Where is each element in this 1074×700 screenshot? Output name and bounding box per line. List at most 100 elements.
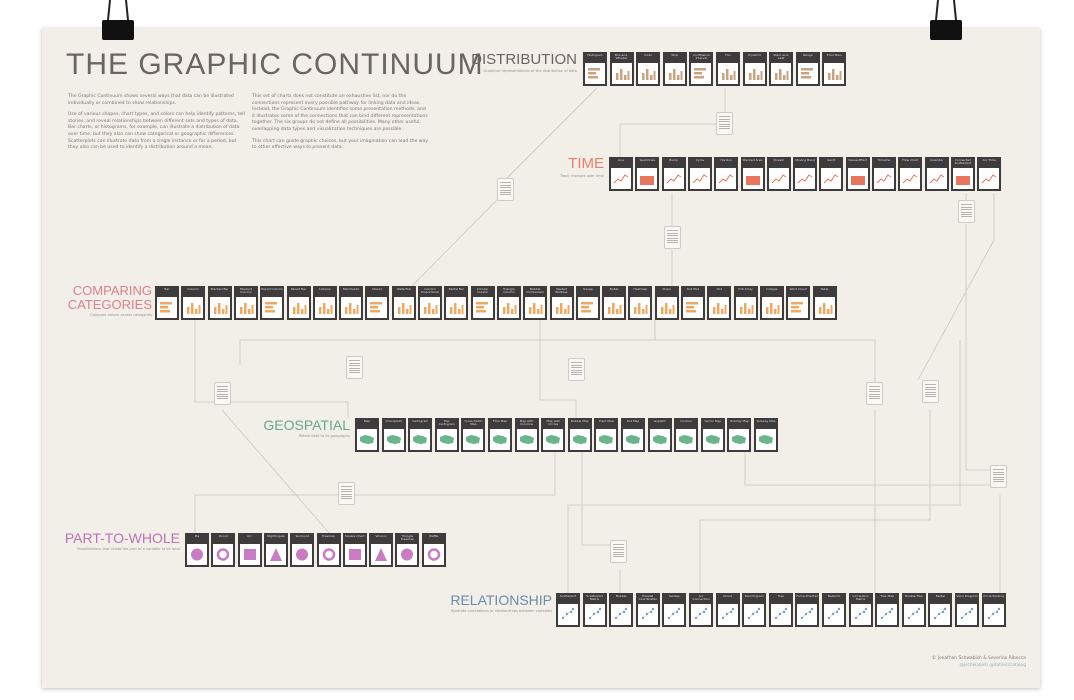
connector-note [346, 356, 363, 379]
chart-tile-triangle-column: Triangle Column [496, 286, 521, 320]
chart-tile-label: Circle Packing [983, 594, 1005, 598]
chart-tile-label: Violin [644, 53, 653, 57]
chart-glyph-icon [288, 297, 309, 318]
chart-glyph-icon [472, 297, 493, 318]
chart-tile-label: Bubble Map [570, 419, 589, 423]
chart-tile-label: Lollipop [318, 287, 331, 291]
chart-tile-bubble: Bubble [609, 593, 634, 627]
connector-line [917, 193, 995, 381]
connector-line [194, 320, 349, 418]
chart-tile-label: Map [363, 419, 371, 423]
chart-tile-label: Tree Map [880, 594, 894, 598]
chart-glyph-icon [756, 429, 776, 450]
chart-tile-sparklines: Sparklines [635, 157, 660, 191]
chart-tile-contour: Contour [674, 418, 699, 452]
chart-tile-subway-map: Subway Map [754, 418, 778, 452]
section-subtitle-distribution: Graphical representations of the distrib… [483, 69, 577, 73]
chart-tile-slope: Slope [654, 286, 679, 320]
chart-tile-dot-plot: Dot Plot [681, 286, 705, 320]
footer-credit: © Jonathan Schwabish & Severino Ribecca [931, 656, 1026, 661]
chart-glyph-icon [157, 297, 177, 318]
chart-tile-arc-connection: Arc Connection [689, 593, 713, 627]
chart-tile-label: Stacked Column [239, 287, 252, 295]
chart-tile-label: Column Proportional [420, 287, 440, 295]
chart-tile-label: Error Bars [826, 53, 842, 57]
chart-tile-radial-bar: Radial Bar [444, 286, 469, 320]
chart-tile-cartogram: Cartogram [408, 418, 433, 452]
chart-tile-cause-effect: Cause-Effect [845, 157, 870, 191]
chart-tile-label: Triangle Column [502, 287, 515, 295]
chart-tile-treemap: Treemap [316, 533, 341, 567]
connector-line [221, 409, 331, 535]
chart-tile-strip: Strip [662, 52, 687, 86]
chart-tile-label: Waterfall [396, 287, 411, 291]
chart-tile-circular-column: Circular Column [470, 286, 495, 320]
chart-tile-label: Table [820, 287, 829, 291]
chart-tile-table: Table [812, 286, 837, 320]
chart-tile-double-tree: Double Tree [901, 593, 926, 627]
chart-glyph-icon [761, 297, 782, 318]
chart-tile-violin: Violin [636, 52, 661, 86]
chart-tile-hex-cartogram: Hex Cartogram [434, 418, 459, 452]
chart-glyph-icon [952, 168, 973, 189]
chart-tile-label: Flow Map [492, 419, 508, 423]
chart-glyph-icon [183, 297, 204, 318]
chart-tile-radial: Radial [928, 593, 953, 627]
chart-tile-label: Strip [671, 53, 679, 57]
chart-glyph-icon [709, 297, 730, 318]
chart-tile-label: Slope [662, 287, 671, 291]
chart-tile-choropleth: Choropleth [381, 418, 406, 452]
footer-handles: @jschwabish @datavizcatalog [959, 663, 1026, 668]
chart-glyph-icon [983, 604, 1004, 625]
chart-glyph-icon [926, 168, 947, 189]
section-subtitle-time: Track changes over time [559, 174, 604, 178]
chart-tile-label: Bump [669, 158, 678, 162]
chart-glyph-icon [821, 168, 842, 189]
chart-tile-map-with-circles: Map with Circles [541, 418, 566, 452]
chart-glyph-icon [558, 604, 578, 625]
connector-line [411, 199, 498, 287]
poster-title: THE GRAPHIC CONTINUUM [66, 48, 484, 81]
chart-glyph-icon [623, 429, 643, 450]
chart-glyph-icon [847, 168, 868, 189]
chart-glyph-icon [213, 544, 234, 565]
chart-tile-pie: Pie [185, 533, 209, 567]
chart-tile-moving-band: Moving Band [793, 157, 818, 191]
chart-tile-label: Overlay Map [729, 419, 749, 423]
section-subtitle-relationship: Illustrate correlations or relationships… [450, 609, 552, 613]
chart-tile-square-chart: Square Chart [342, 533, 367, 567]
chart-tile-label: Stream [773, 158, 785, 162]
chart-glyph-icon [742, 168, 763, 189]
connector-note [664, 226, 681, 249]
chart-tile-arc-time: Arc Time [977, 157, 1002, 191]
connector-line [539, 320, 577, 418]
chart-glyph-icon [676, 429, 697, 450]
chart-tile-label: Connected Scatterplot [954, 158, 972, 166]
chart-tile-label: Treemap [322, 534, 335, 538]
intro-column-1: The Graphic Continuum shows several ways… [68, 94, 246, 157]
chart-glyph-icon [371, 544, 392, 565]
chart-glyph-icon [265, 544, 286, 565]
chart-glyph-icon [446, 297, 467, 318]
chart-tile-label: Nested Bubbles [555, 287, 568, 295]
chart-tile-network: Network [822, 593, 846, 627]
chart-tile-isopleth: Isopleth [647, 418, 672, 452]
chart-tile-label: Timeline [877, 158, 891, 162]
chart-tile-label: Paired Bar [290, 287, 307, 291]
chart-tile-label: Confidence Interval [692, 53, 710, 61]
chart-tile-label: Cross-Hatch Map [464, 419, 483, 427]
chart-tile-nested-bubbles: Nested Bubbles [549, 286, 574, 320]
intro-paragraph: This set of charts does not constitute a… [252, 94, 428, 132]
chart-tile-label: Sankey [668, 594, 680, 598]
chart-tile-bump: Bump [661, 157, 686, 191]
chart-tile-column-proportional: Column Proportional [418, 286, 442, 320]
chart-glyph-icon [490, 429, 510, 450]
chart-glyph-icon [744, 604, 765, 625]
section-title-distribution: DISTRIBUTION [471, 51, 577, 68]
chart-tile-connected-scatterplot: Connected Scatterplot [950, 157, 975, 191]
chart-tile-pyramid: Pyramid [742, 52, 767, 86]
connector-line [506, 87, 598, 179]
chart-glyph-icon [788, 297, 809, 318]
intro-paragraph: The Graphic Continuum shows several ways… [68, 94, 234, 106]
chart-tile-lollipop: Lollipop [312, 286, 337, 320]
